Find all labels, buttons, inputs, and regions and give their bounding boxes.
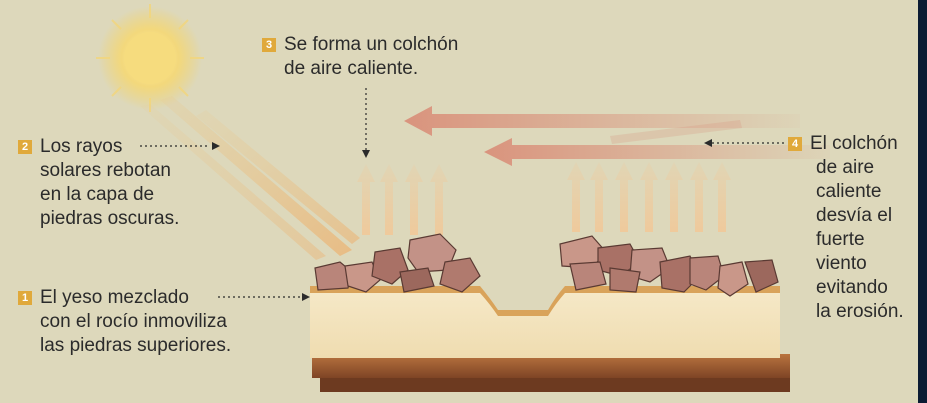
callout-3-line-2: de aire caliente. bbox=[284, 58, 419, 79]
callout-2: 2 Los rayos solares rebotan en la capa de… bbox=[18, 135, 179, 231]
callout-4-line-3: caliente bbox=[816, 181, 882, 202]
callout-2-badge: 2 bbox=[18, 140, 32, 154]
sun-icon bbox=[96, 4, 204, 112]
callout-3: 3 Se forma un colchón de aire caliente. bbox=[262, 33, 458, 81]
sun-rays bbox=[140, 96, 360, 260]
callout-3-line-1: Se forma un colchón bbox=[284, 34, 459, 55]
callout-4-line-2: de aire bbox=[816, 157, 875, 178]
callout-1-badge: 1 bbox=[18, 291, 32, 305]
callout-2-line-2: solares rebotan bbox=[40, 160, 171, 181]
callout-2-line-1: Los rayos bbox=[40, 136, 123, 157]
stone-layer bbox=[314, 233, 779, 297]
callout-4-line-4: desvía el bbox=[816, 205, 893, 226]
callout-4-badge: 4 bbox=[788, 137, 802, 151]
callout-2-line-4: piedras oscuras. bbox=[40, 208, 180, 229]
callout-4-line-5: fuerte bbox=[816, 229, 865, 250]
callout-1-line-1: El yeso mezclado bbox=[40, 287, 189, 308]
leader-arrowheads bbox=[212, 139, 712, 301]
callout-4-line-1: El colchón bbox=[810, 133, 898, 154]
heat-arrows bbox=[357, 162, 731, 235]
callout-1: 1 El yeso mezclado con el rocío inmoviliz… bbox=[18, 286, 231, 358]
leader-lines bbox=[140, 88, 784, 298]
callout-2-line-3: en la capa de bbox=[40, 184, 155, 205]
callout-1-line-2: con el rocío inmoviliza bbox=[40, 311, 227, 332]
callout-3-badge: 3 bbox=[262, 38, 276, 52]
frame-border bbox=[918, 0, 927, 403]
callout-4-line-6: viento bbox=[816, 253, 867, 274]
callout-4-line-7: evitando bbox=[816, 277, 888, 298]
callout-1-line-3: las piedras superiores. bbox=[40, 335, 232, 356]
ground-cross-section bbox=[310, 286, 790, 392]
wind-arrows bbox=[404, 106, 830, 166]
callout-4-line-8: la erosión. bbox=[816, 301, 904, 322]
callout-4: 4 El colchón de aire caliente desvía el f… bbox=[788, 132, 904, 324]
